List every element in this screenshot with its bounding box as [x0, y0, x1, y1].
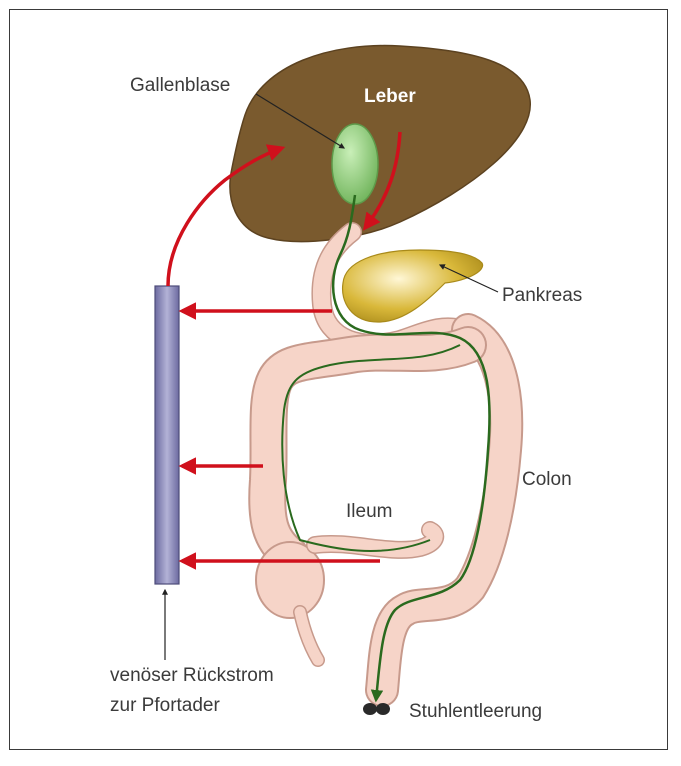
- figure-frame: [9, 9, 668, 750]
